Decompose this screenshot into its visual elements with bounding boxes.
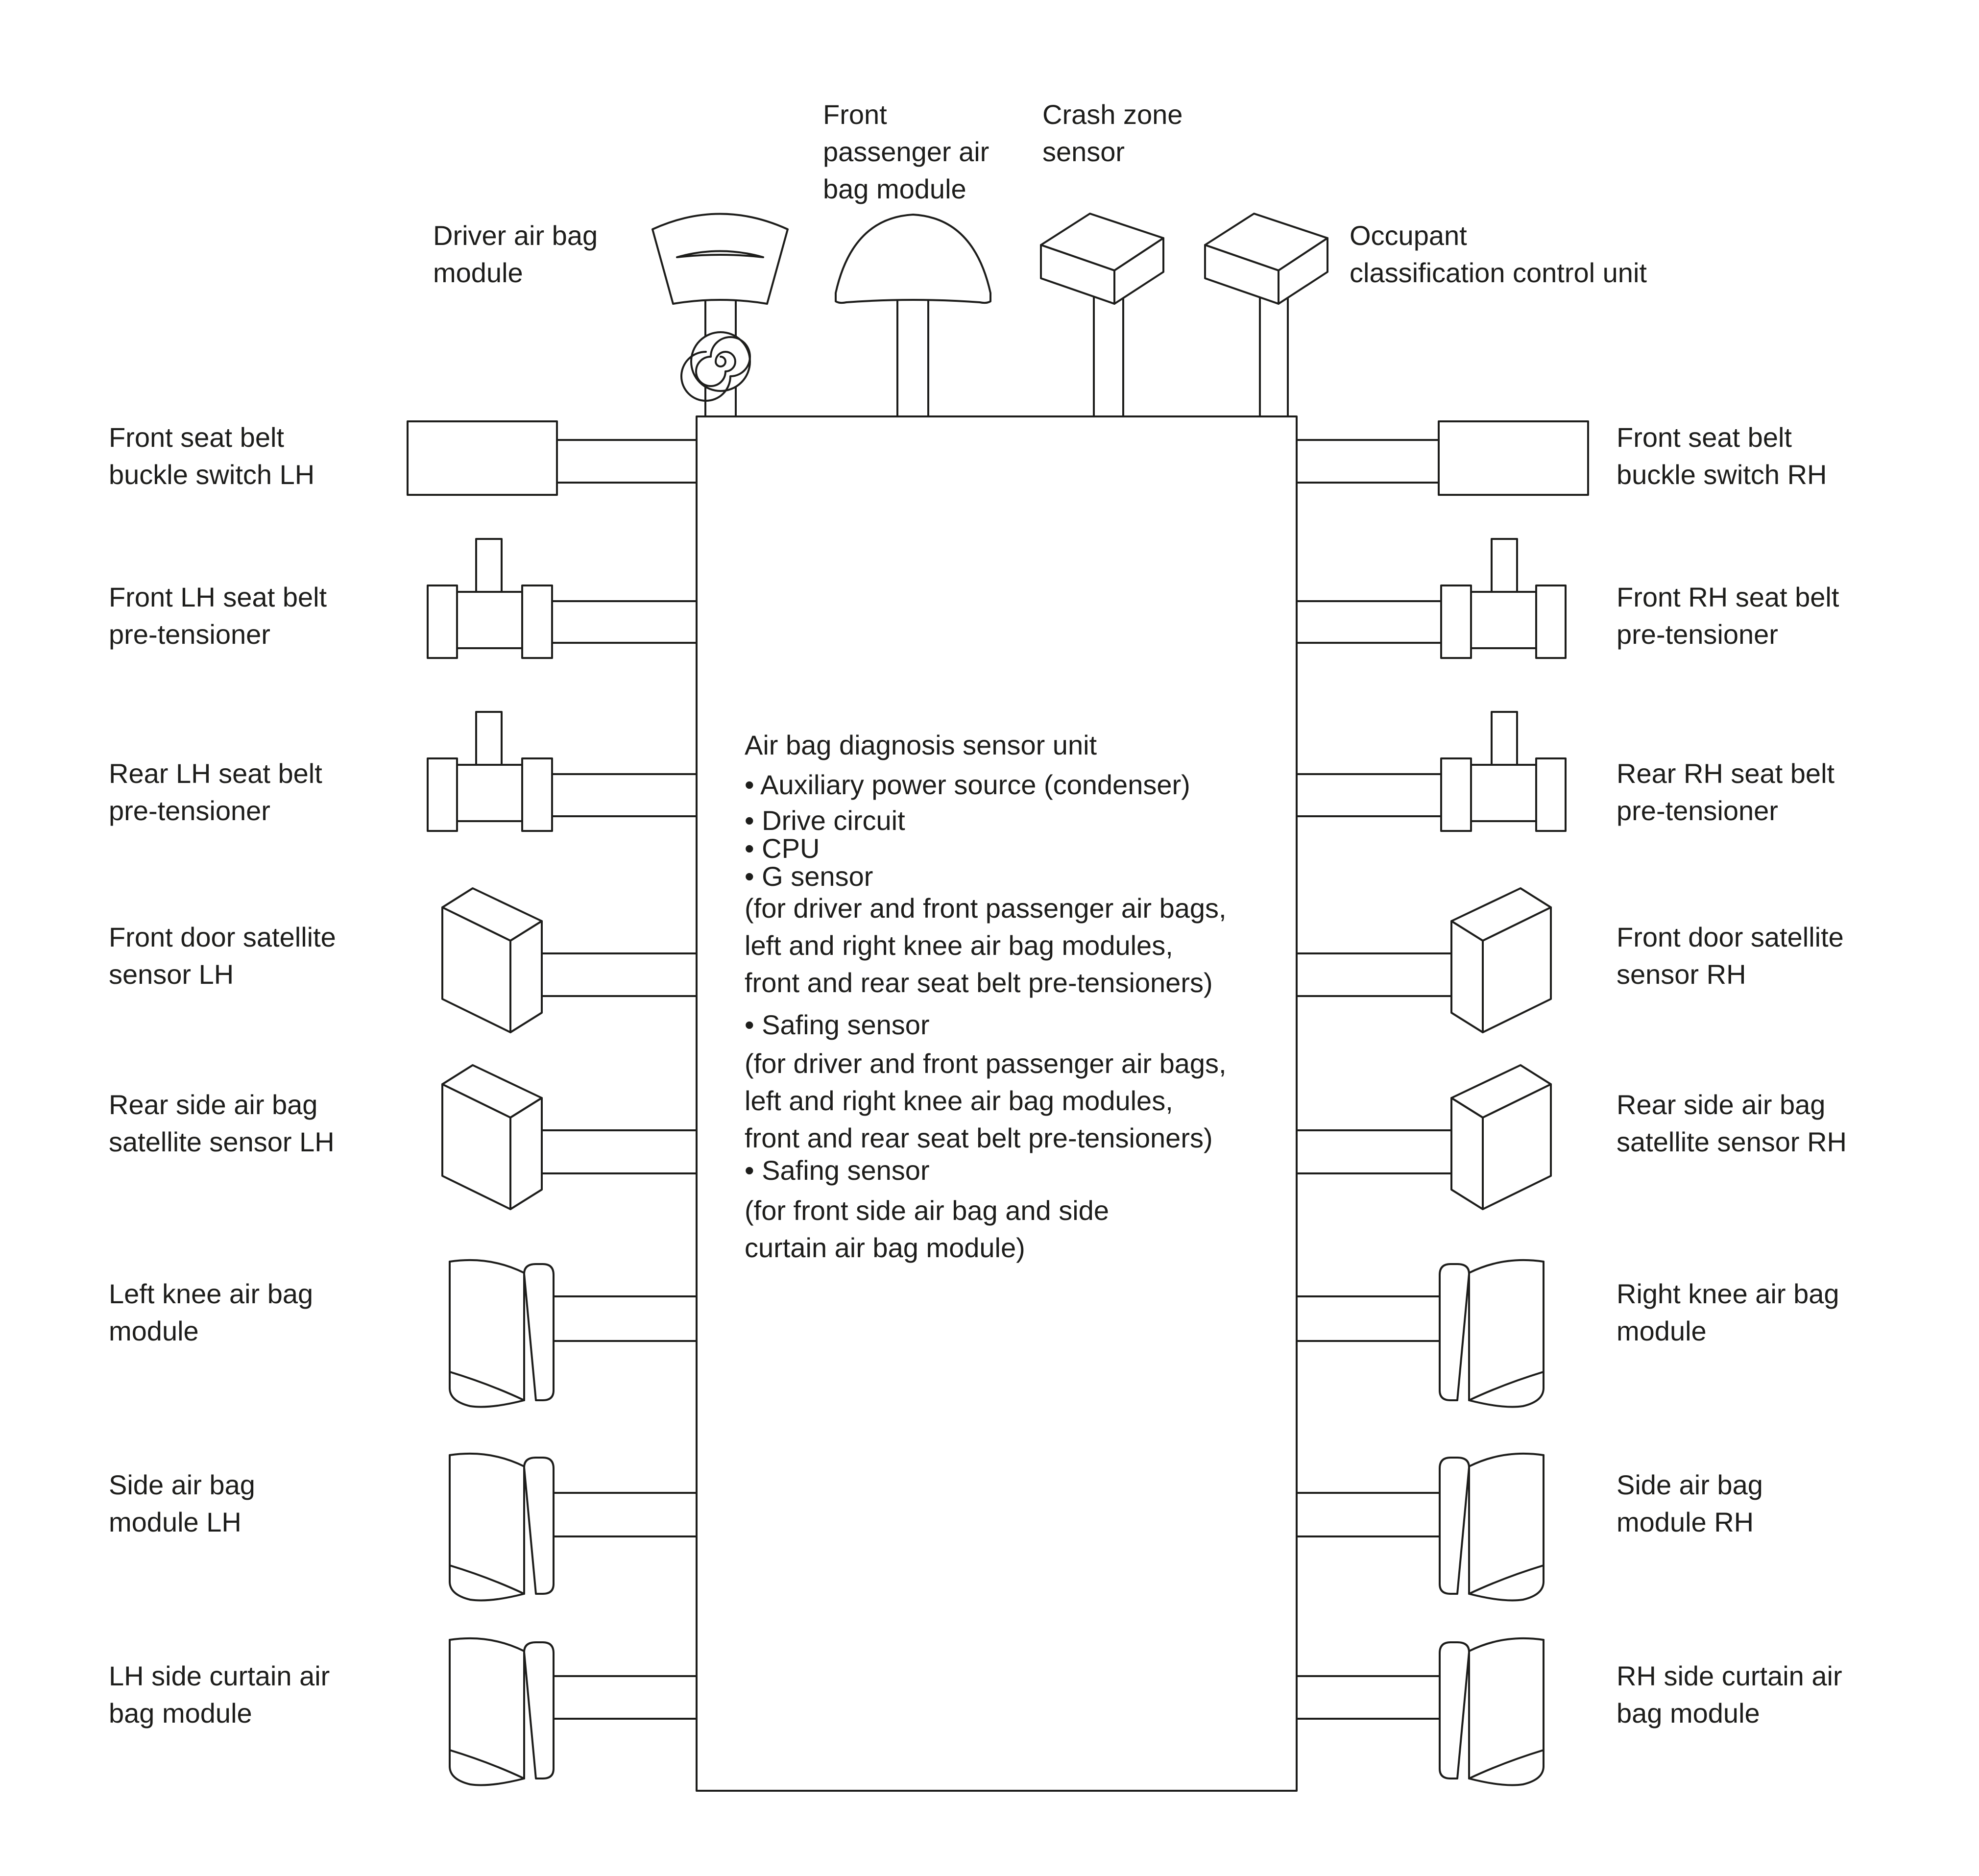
label-line: classification control unit bbox=[1350, 257, 1647, 288]
label-line: Rear LH seat belt bbox=[109, 758, 322, 789]
label-line: Front door satellite bbox=[109, 922, 336, 952]
label-line: Rear RH seat belt bbox=[1617, 758, 1835, 789]
center-unit-line-12: front and rear seat belt pre-tensioners) bbox=[745, 1122, 1213, 1153]
label-line: RH side curtain air bbox=[1617, 1660, 1842, 1691]
side-air-bag-module-rh-shape bbox=[1296, 1452, 1545, 1602]
label-line: satellite sensor RH bbox=[1617, 1126, 1847, 1157]
center-unit-line-8: front and rear seat belt pre-tensioners) bbox=[745, 967, 1213, 998]
pretensioner-icon bbox=[427, 711, 553, 832]
label-line: satellite sensor LH bbox=[109, 1126, 335, 1157]
left-knee-air-bag-module: Left knee air bag module bbox=[109, 1259, 698, 1408]
air-bag-diagnosis-sensor-unit: Air bag diagnosis sensor unit • Auxiliar… bbox=[696, 415, 1298, 1792]
front-door-satellite-sensor-rh-shape bbox=[1296, 887, 1552, 1033]
crash-zone-sensor: Crash zone sensor bbox=[1040, 99, 1183, 417]
driver-air-bag-module: Driver air bag module bbox=[433, 213, 789, 417]
occupant-classification-control-unit: Occupant classification control unit bbox=[1204, 213, 1647, 417]
label-line: Front seat belt bbox=[109, 422, 284, 453]
center-unit-line-11: left and right knee air bag modules, bbox=[745, 1085, 1173, 1116]
right-labels: Front RH seat belt pre-tensioner Rear RH… bbox=[1617, 582, 1847, 1729]
label-line: Occupant bbox=[1350, 220, 1467, 251]
side-air-bag-module-lh: Side air bag module LH bbox=[109, 1452, 698, 1602]
center-unit-line-1: Air bag diagnosis sensor unit bbox=[745, 730, 1097, 760]
label-line: bag module bbox=[109, 1698, 252, 1729]
center-unit-line-4: • CPU bbox=[745, 833, 820, 864]
label-line: sensor bbox=[1042, 136, 1125, 167]
satellite-sensor-icon bbox=[441, 887, 543, 1033]
label-line: Side air bag bbox=[109, 1469, 255, 1500]
label-line: passenger air bbox=[823, 136, 989, 167]
right-knee-air-bag-module-shape bbox=[1296, 1259, 1545, 1408]
front-seat-belt-buckle-switch-lh: Front seat belt buckle switch LH bbox=[109, 420, 698, 496]
buckle-switch-icon bbox=[407, 420, 558, 496]
airbag-module-icon bbox=[1439, 1452, 1545, 1602]
label-line: Crash zone bbox=[1042, 99, 1183, 130]
label-line: pre-tensioner bbox=[1617, 619, 1778, 650]
center-unit-line-2: • Auxiliary power source (condenser) bbox=[745, 769, 1190, 800]
front-seat-belt-buckle-switch-rh: Front seat belt buckle switch RH bbox=[1296, 420, 1827, 496]
label-line: bag module bbox=[1617, 1698, 1760, 1729]
airbag-module-icon bbox=[449, 1637, 555, 1786]
label-line: bag module bbox=[823, 173, 966, 204]
rh-side-curtain-air-bag-module-shape bbox=[1296, 1637, 1545, 1786]
label-line: sensor LH bbox=[109, 959, 234, 990]
center-unit-line-6: (for driver and front passenger air bags… bbox=[745, 893, 1227, 924]
center-unit-line-5: • G sensor bbox=[745, 861, 873, 892]
rear-rh-seat-belt-pre-tensioner-shape bbox=[1296, 711, 1567, 832]
label-line: module bbox=[433, 257, 523, 288]
label-line: Front seat belt bbox=[1617, 422, 1792, 453]
label-line: Side air bag bbox=[1617, 1469, 1763, 1500]
front-lh-seat-belt-pre-tensioner: Front LH seat belt pre-tensioner bbox=[109, 538, 698, 659]
label-line: pre-tensioner bbox=[109, 619, 270, 650]
label-line: sensor RH bbox=[1617, 959, 1746, 990]
satellite-sensor-icon bbox=[441, 1064, 543, 1210]
center-unit-line-7: left and right knee air bag modules, bbox=[745, 930, 1173, 961]
rear-side-air-bag-satellite-sensor-lh: Rear side air bag satellite sensor LH bbox=[109, 1064, 698, 1210]
buckle-switch-icon bbox=[1438, 420, 1589, 496]
label-line: buckle switch LH bbox=[109, 459, 314, 490]
rear-lh-seat-belt-pre-tensioner: Rear LH seat belt pre-tensioner bbox=[109, 711, 698, 832]
label-line: Right knee air bag bbox=[1617, 1278, 1839, 1309]
center-unit-line-10: (for driver and front passenger air bags… bbox=[745, 1048, 1227, 1079]
label-line: module RH bbox=[1617, 1507, 1754, 1537]
label-line: module bbox=[1617, 1316, 1707, 1346]
front-rh-seat-belt-pre-tensioner-shape bbox=[1296, 538, 1567, 659]
steering-airbag-icon bbox=[652, 213, 789, 305]
label-line: Left knee air bag bbox=[109, 1278, 313, 1309]
label-line: pre-tensioner bbox=[109, 795, 270, 826]
airbag-module-icon bbox=[449, 1259, 555, 1408]
front-passenger-air-bag-module: Front passenger air bag module bbox=[823, 99, 991, 417]
label-line: buckle switch RH bbox=[1617, 459, 1827, 490]
center-unit-line-14: (for front side air bag and side bbox=[745, 1195, 1109, 1226]
center-unit-line-15: curtain air bag module) bbox=[745, 1232, 1025, 1263]
center-unit-line-9: • Safing sensor bbox=[745, 1009, 930, 1040]
airbag-module-icon bbox=[1439, 1637, 1545, 1786]
satellite-sensor-icon bbox=[1450, 887, 1552, 1033]
dome-airbag-icon bbox=[835, 214, 991, 304]
label-line: Front door satellite bbox=[1617, 922, 1844, 952]
label-line: Front LH seat belt bbox=[109, 582, 327, 612]
box-sensor-icon bbox=[1040, 213, 1164, 305]
lh-side-curtain-air-bag-module: LH side curtain air bag module bbox=[109, 1637, 698, 1786]
label-line: Rear side air bag bbox=[109, 1089, 317, 1120]
box-sensor-icon bbox=[1204, 213, 1328, 305]
pretensioner-icon bbox=[1440, 711, 1567, 832]
label-line: Front RH seat belt bbox=[1617, 582, 1839, 612]
label-line: Rear side air bag bbox=[1617, 1089, 1825, 1120]
label-line: Front bbox=[823, 99, 887, 130]
center-unit-line-13: • Safing sensor bbox=[745, 1155, 930, 1186]
satellite-sensor-icon bbox=[1450, 1064, 1552, 1210]
airbag-module-icon bbox=[1439, 1259, 1545, 1408]
front-door-satellite-sensor-lh: Front door satellite sensor LH bbox=[109, 887, 698, 1033]
label-line: module LH bbox=[109, 1507, 241, 1537]
label-line: LH side curtain air bbox=[109, 1660, 330, 1691]
pretensioner-icon bbox=[427, 538, 553, 659]
center-unit-line-3: • Drive circuit bbox=[745, 805, 905, 836]
label-line: module bbox=[109, 1316, 199, 1346]
pretensioner-icon bbox=[1440, 538, 1567, 659]
label-line: Driver air bag bbox=[433, 220, 598, 251]
label-line: pre-tensioner bbox=[1617, 795, 1778, 826]
airbag-module-icon bbox=[449, 1452, 555, 1602]
rear-side-air-bag-satellite-sensor-rh-shape bbox=[1296, 1064, 1552, 1210]
